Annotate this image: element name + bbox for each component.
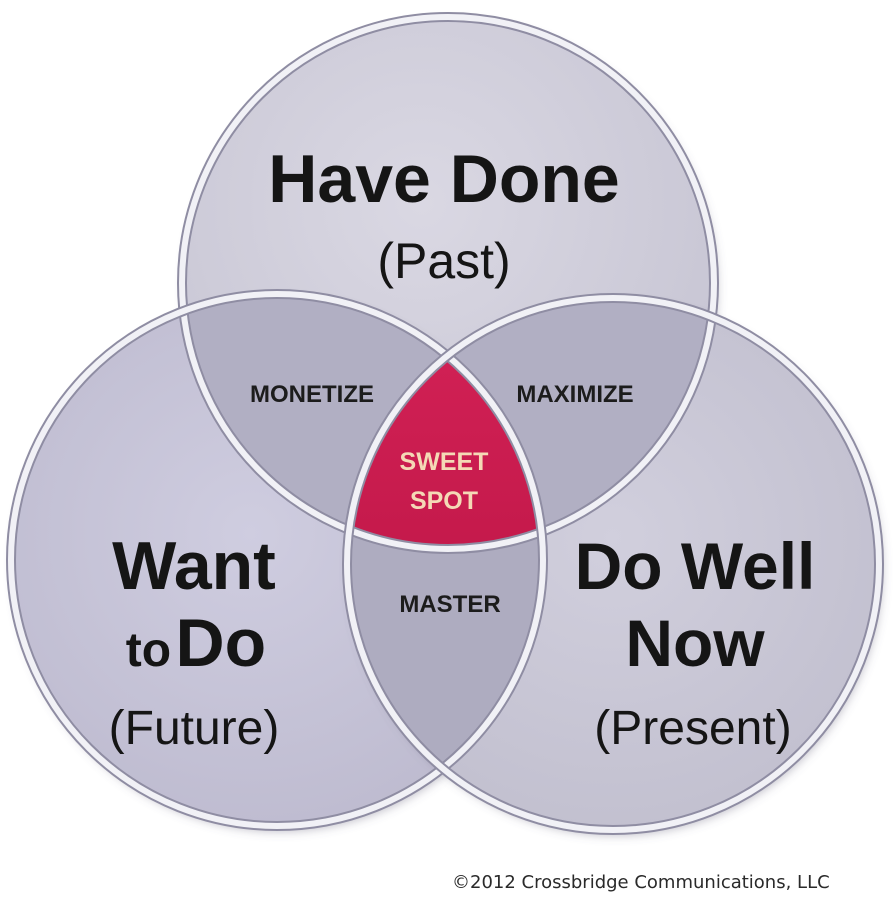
have-done-subtitle: (Past) xyxy=(377,233,510,289)
master-label: MASTER xyxy=(399,591,500,618)
do-well-title: Do Well xyxy=(575,529,816,603)
to-do-title: to Do xyxy=(126,605,266,681)
want-title: Want xyxy=(112,528,276,604)
to-text: to xyxy=(126,624,171,677)
have-done-title: Have Done xyxy=(268,141,619,217)
maximize-label: MAXIMIZE xyxy=(516,381,633,408)
do-well-subtitle: (Present) xyxy=(594,702,791,755)
ring-have-done xyxy=(179,14,717,552)
want-subtitle: (Future) xyxy=(109,702,280,755)
ring-do-well-now xyxy=(344,295,882,833)
spot-label: SPOT xyxy=(410,487,478,515)
sweet-spot-region xyxy=(347,298,543,549)
now-title: Now xyxy=(625,606,765,680)
do-text: Do xyxy=(176,605,267,681)
sweet-label: SWEET xyxy=(400,448,489,476)
ring-want-to-do xyxy=(8,291,546,829)
monetize-label: MONETIZE xyxy=(250,381,374,408)
copyright-notice: ©2012 Crossbridge Communications, LLC xyxy=(452,872,830,893)
